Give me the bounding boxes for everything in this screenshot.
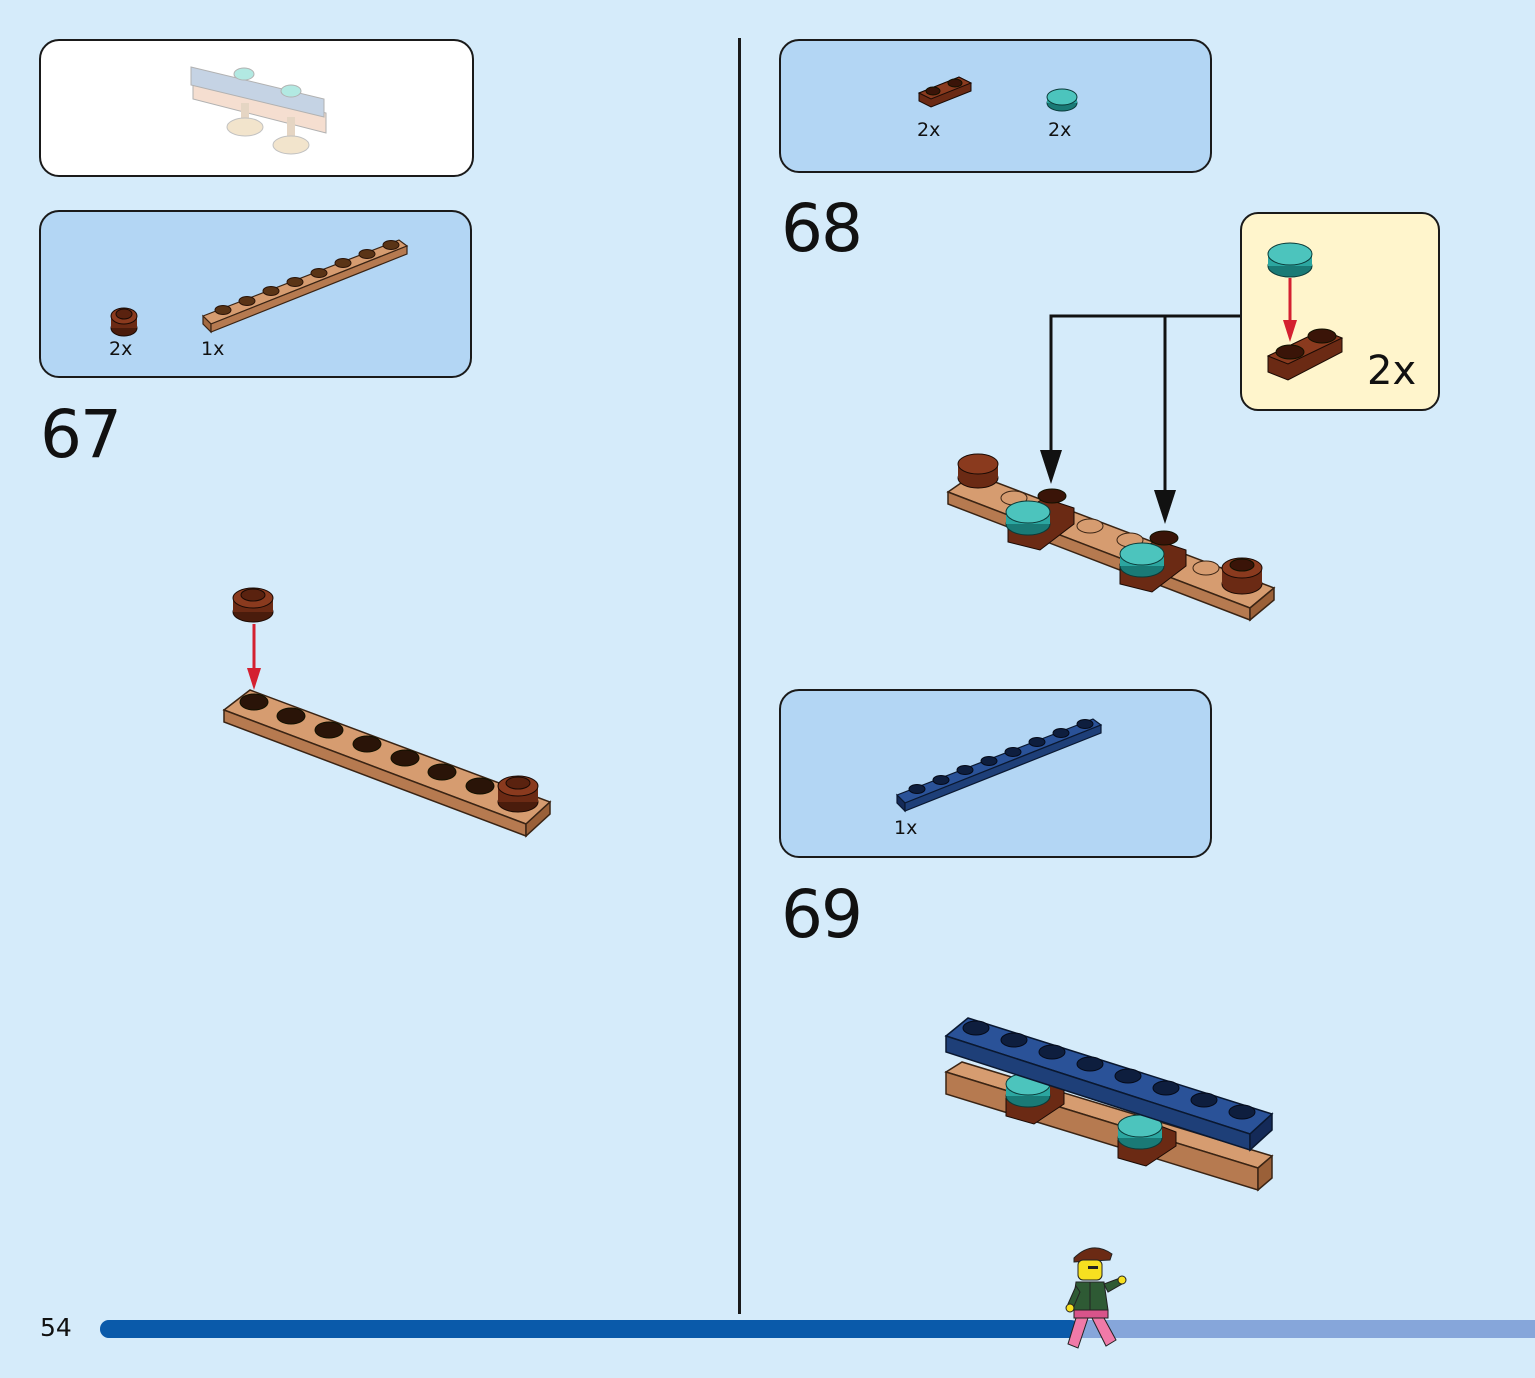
progress-bar-fill xyxy=(100,1320,1080,1338)
step-67-parts-callout: 2x 1x xyxy=(39,210,472,378)
step-67-part-1-qty: 2x xyxy=(109,338,133,360)
step-67-part-2-qty: 1x xyxy=(201,338,225,360)
step-67-assembly-illustration xyxy=(222,587,552,838)
submodel-illustration xyxy=(1266,242,1344,381)
step-68-part-2-qty: 2x xyxy=(1048,119,1072,141)
page-number: 54 xyxy=(40,1313,72,1342)
round-plate-brown-icon xyxy=(110,307,138,337)
step-69-number: 69 xyxy=(781,876,863,953)
progress-bar xyxy=(100,1320,1535,1338)
step-69-part-1-qty: 1x xyxy=(894,817,918,839)
minifigure-progress-marker-icon xyxy=(1065,1247,1127,1349)
column-divider xyxy=(738,38,741,1314)
step-69-assembly-illustration xyxy=(944,1017,1274,1192)
faded-assembly-icon xyxy=(190,66,327,155)
step-68-submodel-callout: 2x xyxy=(1240,212,1440,411)
previous-assembly-panel xyxy=(39,39,474,177)
step-68-placement-arrows xyxy=(1040,314,1240,524)
step-68-number: 68 xyxy=(781,190,863,267)
plate-1x8-dark-blue-icon xyxy=(895,718,1103,813)
step-68-assembly-illustration xyxy=(946,453,1276,622)
step-68-parts-callout: 2x 2x xyxy=(779,39,1212,173)
step-68-part-1-qty: 2x xyxy=(917,119,941,141)
step-67-number: 67 xyxy=(40,396,122,473)
round-tile-teal-icon xyxy=(1046,88,1078,112)
plate-1x8-tan-icon xyxy=(201,239,409,334)
step-69-parts-callout: 1x xyxy=(779,689,1212,858)
plate-1x2-brown-icon xyxy=(917,76,973,108)
submodel-qty: 2x xyxy=(1367,348,1417,394)
